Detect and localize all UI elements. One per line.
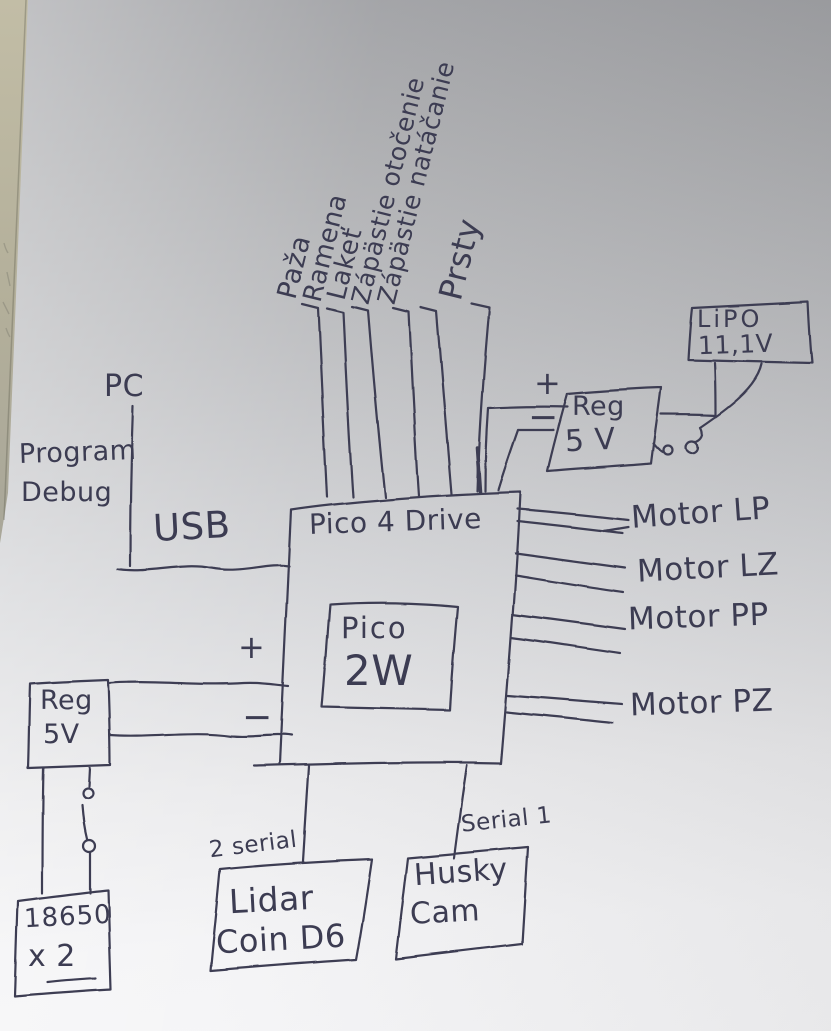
wire-plus-right	[483, 405, 569, 493]
lipo-box	[686, 300, 814, 365]
battery-label-line1: 18650	[23, 899, 113, 935]
usb-label: USB	[151, 503, 232, 550]
controller-title: Pico 4 Drive	[308, 501, 483, 542]
switch-right-contact-icon	[662, 444, 674, 456]
pc-label: PC	[104, 369, 145, 404]
plus-sign-left: +	[238, 628, 266, 666]
reg-right-line1: Reg	[572, 391, 625, 422]
pc-usb-wire	[115, 405, 291, 572]
motor-pz-label: Motor PZ	[629, 682, 774, 724]
motor-lz-label: Motor LZ	[636, 546, 780, 590]
switch-right-pole-icon	[684, 439, 700, 455]
chip-label-line2: 2W	[344, 646, 414, 695]
underlying-page-marks	[2, 242, 11, 338]
chip-box	[320, 602, 460, 712]
plus-sign-right: +	[534, 364, 562, 402]
minus-sign-left: −	[242, 697, 273, 738]
battery-18650-box	[13, 888, 113, 998]
lidar-label-line2: Coin D6	[215, 916, 347, 962]
wire-reg-to-lipo	[659, 361, 718, 417]
switch-left-contact-icon	[81, 787, 95, 801]
camera-label-line1: Husky	[412, 851, 509, 894]
wire-plus-left	[108, 681, 290, 688]
arm-wires	[300, 301, 491, 499]
wire-battery-left	[40, 767, 45, 895]
reg-left-line1: Reg	[40, 685, 93, 716]
lipo-label-line1: LiPO	[697, 305, 763, 333]
debug-label: Debug	[21, 477, 113, 508]
switch-left-pole-icon	[81, 838, 97, 854]
switch-left-lever-icon	[80, 804, 89, 841]
reg5v-left-box	[26, 678, 112, 770]
power-right	[483, 300, 814, 493]
power-left	[13, 678, 293, 998]
wire-lipo-to-switch	[694, 362, 764, 443]
lipo-label-line2: 11,1V	[697, 328, 774, 361]
minus-sign-right: −	[528, 397, 559, 438]
reg5v-right-box	[545, 386, 663, 473]
lidar-box	[208, 857, 374, 973]
motor-wires	[505, 507, 630, 725]
camera-label-line2: Cam	[409, 893, 481, 932]
x2-underline	[45, 976, 98, 984]
battery-label-line2: x 2	[28, 939, 76, 974]
program-label: Program	[18, 434, 137, 471]
wire-minus-left	[108, 732, 293, 738]
serial-wires	[301, 763, 469, 863]
controller-box	[251, 490, 522, 768]
husky-cam-box	[394, 845, 530, 961]
lidar-label-line1: Lidar	[227, 877, 315, 922]
motor-pp-label: Motor PP	[627, 596, 770, 638]
reg-right-line2: 5 V	[564, 421, 617, 460]
wire-minus-right	[496, 428, 555, 492]
chip-label-line1: Pico	[341, 611, 408, 645]
reg-left-line2: 5V	[43, 719, 80, 750]
paper-edge	[3, 0, 27, 521]
